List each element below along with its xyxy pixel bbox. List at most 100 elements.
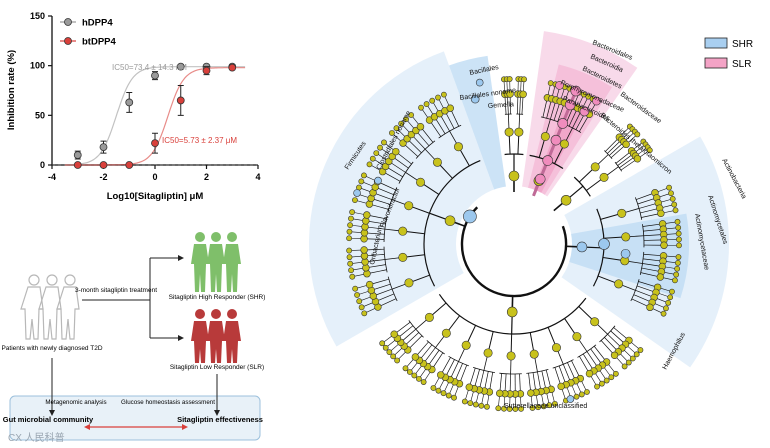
data-point-hDPP4	[125, 98, 134, 107]
taxon-node	[669, 195, 676, 202]
taxon-node	[506, 306, 518, 318]
taxon-node	[633, 155, 642, 163]
taxon-node	[441, 328, 451, 338]
x-tick-label: 2	[204, 172, 209, 182]
x-tick-label: 0	[152, 172, 157, 182]
taxon-node	[621, 232, 631, 242]
taxon-node	[404, 201, 414, 211]
taxon-node	[381, 139, 387, 146]
taxon-node	[614, 279, 624, 289]
taxon-node	[444, 215, 456, 227]
legend-swatch-shr	[704, 37, 728, 49]
taxon-node	[432, 157, 442, 167]
taxon-node	[435, 387, 442, 394]
taxon-node	[390, 330, 398, 338]
data-point-btDPP4	[99, 161, 108, 169]
taxon-node	[346, 254, 353, 261]
taxon-node	[666, 184, 672, 191]
taxon-node	[672, 277, 678, 284]
taxon-node	[437, 371, 445, 379]
shr-sector-firmicutes	[309, 51, 514, 347]
taxon-node	[424, 312, 434, 322]
taxon-node	[557, 118, 568, 129]
taxon-node	[540, 131, 550, 141]
legend-label-btDPP4: btDPP4	[82, 37, 117, 48]
patients-figure	[20, 274, 80, 340]
taxon-node	[353, 189, 361, 197]
taxon-node	[621, 363, 628, 370]
fit-curve-hDPP4	[64, 66, 246, 166]
taxon-node	[347, 260, 354, 267]
taxon-node	[566, 395, 575, 403]
taxon-node	[472, 401, 479, 408]
taxon-node	[361, 172, 367, 179]
clade-label-b-thetaiotaomicron: Bacteroides thetaiotaomicron	[599, 112, 673, 176]
taxon-node	[555, 81, 564, 90]
taxon-node	[495, 405, 502, 412]
legend-marker	[64, 37, 72, 45]
taxon-node	[348, 215, 354, 222]
taxon-node	[674, 218, 681, 225]
taxon-node	[512, 406, 519, 412]
slr-figure	[191, 309, 241, 363]
taxon-node	[453, 142, 463, 152]
taxon-node	[542, 155, 554, 166]
taxon-node	[550, 134, 562, 146]
taxon-node	[676, 236, 682, 243]
taxon-node	[676, 242, 682, 249]
taxon-node	[406, 369, 413, 375]
taxon-node	[392, 147, 400, 156]
taxon-node	[408, 112, 415, 118]
taxon-node	[665, 299, 672, 306]
taxon-node	[403, 116, 409, 123]
cladogram: Bacteroidales Bacteroidia Bacteroidetes …	[309, 31, 753, 412]
taxon-node	[573, 393, 580, 400]
legend-label-slr: SLR	[732, 59, 751, 70]
branch-arc	[614, 161, 623, 172]
data-point-btDPP4	[151, 139, 159, 148]
taxon-node	[570, 85, 582, 97]
branch-arc	[604, 150, 613, 159]
glucose-label: Glucose homeostasis assessment	[121, 399, 215, 406]
taxon-node	[612, 370, 619, 377]
y-tick-label: 150	[30, 11, 45, 21]
legend-marker	[64, 18, 72, 26]
taxon-node	[629, 355, 636, 362]
taxon-node	[393, 125, 400, 132]
taxon-node	[584, 389, 590, 395]
data-point-btDPP4	[73, 161, 82, 169]
taxon-node	[657, 209, 665, 218]
taxon-node	[598, 238, 610, 250]
taxon-node	[463, 209, 477, 224]
taxon-node	[358, 178, 365, 185]
taxon-node	[398, 252, 408, 262]
taxon-node	[547, 80, 554, 87]
taxon-node	[354, 292, 360, 298]
taxon-node	[366, 161, 373, 168]
taxon-node	[603, 377, 610, 384]
taxon-node	[646, 303, 654, 312]
taxon-node	[675, 254, 682, 260]
branch-arc	[573, 176, 591, 197]
taxon-node	[390, 353, 397, 360]
taxon-node	[360, 246, 368, 254]
taxon-node	[578, 391, 585, 398]
taxon-node	[559, 139, 569, 149]
taxon-node	[484, 403, 490, 410]
outcome-box	[9, 395, 261, 441]
taxon-node	[660, 310, 667, 317]
taxon-node	[451, 394, 457, 401]
taxon-node	[521, 76, 527, 83]
taxon-node	[483, 348, 493, 358]
taxon-node	[620, 248, 631, 259]
taxon-node	[346, 247, 353, 254]
taxon-node	[576, 241, 588, 253]
taxon-node	[404, 278, 414, 288]
taxon-node	[663, 305, 669, 312]
shr-sector-actinomycetales	[514, 213, 689, 299]
taxon-node	[346, 235, 353, 242]
taxon-node	[535, 404, 542, 411]
taxon-node	[382, 344, 389, 351]
taxon-node	[506, 90, 514, 98]
